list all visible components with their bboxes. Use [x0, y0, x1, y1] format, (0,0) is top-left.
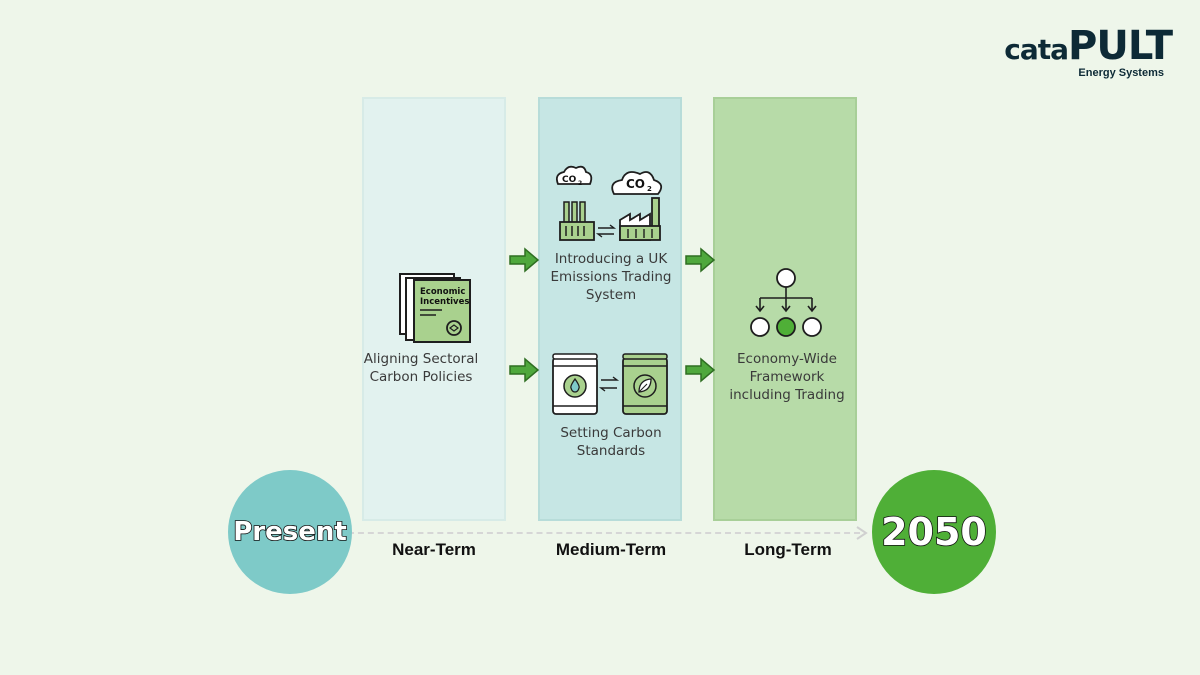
year-2050-circle: 2050 — [872, 470, 996, 594]
co2-small-text: CO — [562, 175, 577, 185]
hierarchy-framework-icon — [750, 268, 822, 337]
near-caption-line-1: Aligning Sectoral — [363, 351, 479, 367]
arrow-near-to-standards-icon — [509, 357, 540, 383]
logo-wordmark: cataPULT — [1004, 23, 1173, 69]
medium-term-bottom-caption: Setting Carbon Standards — [539, 424, 683, 460]
long-caption-line-3: including Trading — [729, 387, 845, 403]
arrow-standards-to-framework-icon — [685, 357, 716, 383]
long-caption-line-2: Framework — [749, 369, 825, 385]
medium-top-line-3: System — [585, 287, 637, 303]
economic-incentives-documents-icon: Economic Incentives — [399, 273, 471, 343]
logo-subtitle: Energy Systems — [1078, 67, 1164, 79]
carbon-standards-barrels-icon — [552, 353, 668, 415]
medium-term-label: Medium-Term — [555, 540, 667, 559]
medium-term-column — [538, 97, 682, 521]
doc-text-line-1: Economic — [420, 287, 465, 297]
arrow-trading-to-framework-icon — [685, 247, 716, 273]
doc-text-line-2: Incentives — [420, 297, 469, 307]
co2-small-sub: 2 — [578, 180, 582, 187]
present-label: Present — [232, 516, 347, 548]
near-term-label: Near-Term — [392, 540, 476, 559]
near-caption-line-2: Carbon Policies — [369, 369, 473, 385]
medium-bottom-line-2: Standards — [576, 443, 646, 459]
co2-big-text: CO — [626, 177, 645, 191]
arrow-near-to-trading-icon — [509, 247, 540, 273]
medium-term-top-caption: Introducing a UK Emissions Trading Syste… — [539, 250, 683, 304]
catapult-logo: cataPULT Energy Systems — [1004, 23, 1173, 79]
long-term-caption: Economy-Wide Framework including Trading — [715, 350, 859, 404]
near-term-caption: Aligning Sectoral Carbon Policies — [349, 350, 493, 386]
long-term-label: Long-Term — [744, 540, 832, 559]
present-circle: Present — [228, 470, 352, 594]
medium-top-line-2: Emissions Trading — [550, 269, 672, 285]
timeline-arrowhead-icon — [856, 526, 868, 540]
logo-word-big: PULT — [1068, 23, 1173, 69]
logo-word-small: cata — [1004, 33, 1069, 66]
year-2050-label: 2050 — [880, 509, 987, 555]
co2-big-sub: 2 — [647, 185, 652, 193]
medium-bottom-line-1: Setting Carbon — [560, 425, 662, 441]
medium-top-line-1: Introducing a UK — [554, 251, 668, 267]
long-caption-line-1: Economy-Wide — [737, 351, 837, 367]
emissions-trading-factories-icon: CO 2 CO 2 — [555, 165, 663, 241]
timeline-axis — [348, 532, 860, 534]
